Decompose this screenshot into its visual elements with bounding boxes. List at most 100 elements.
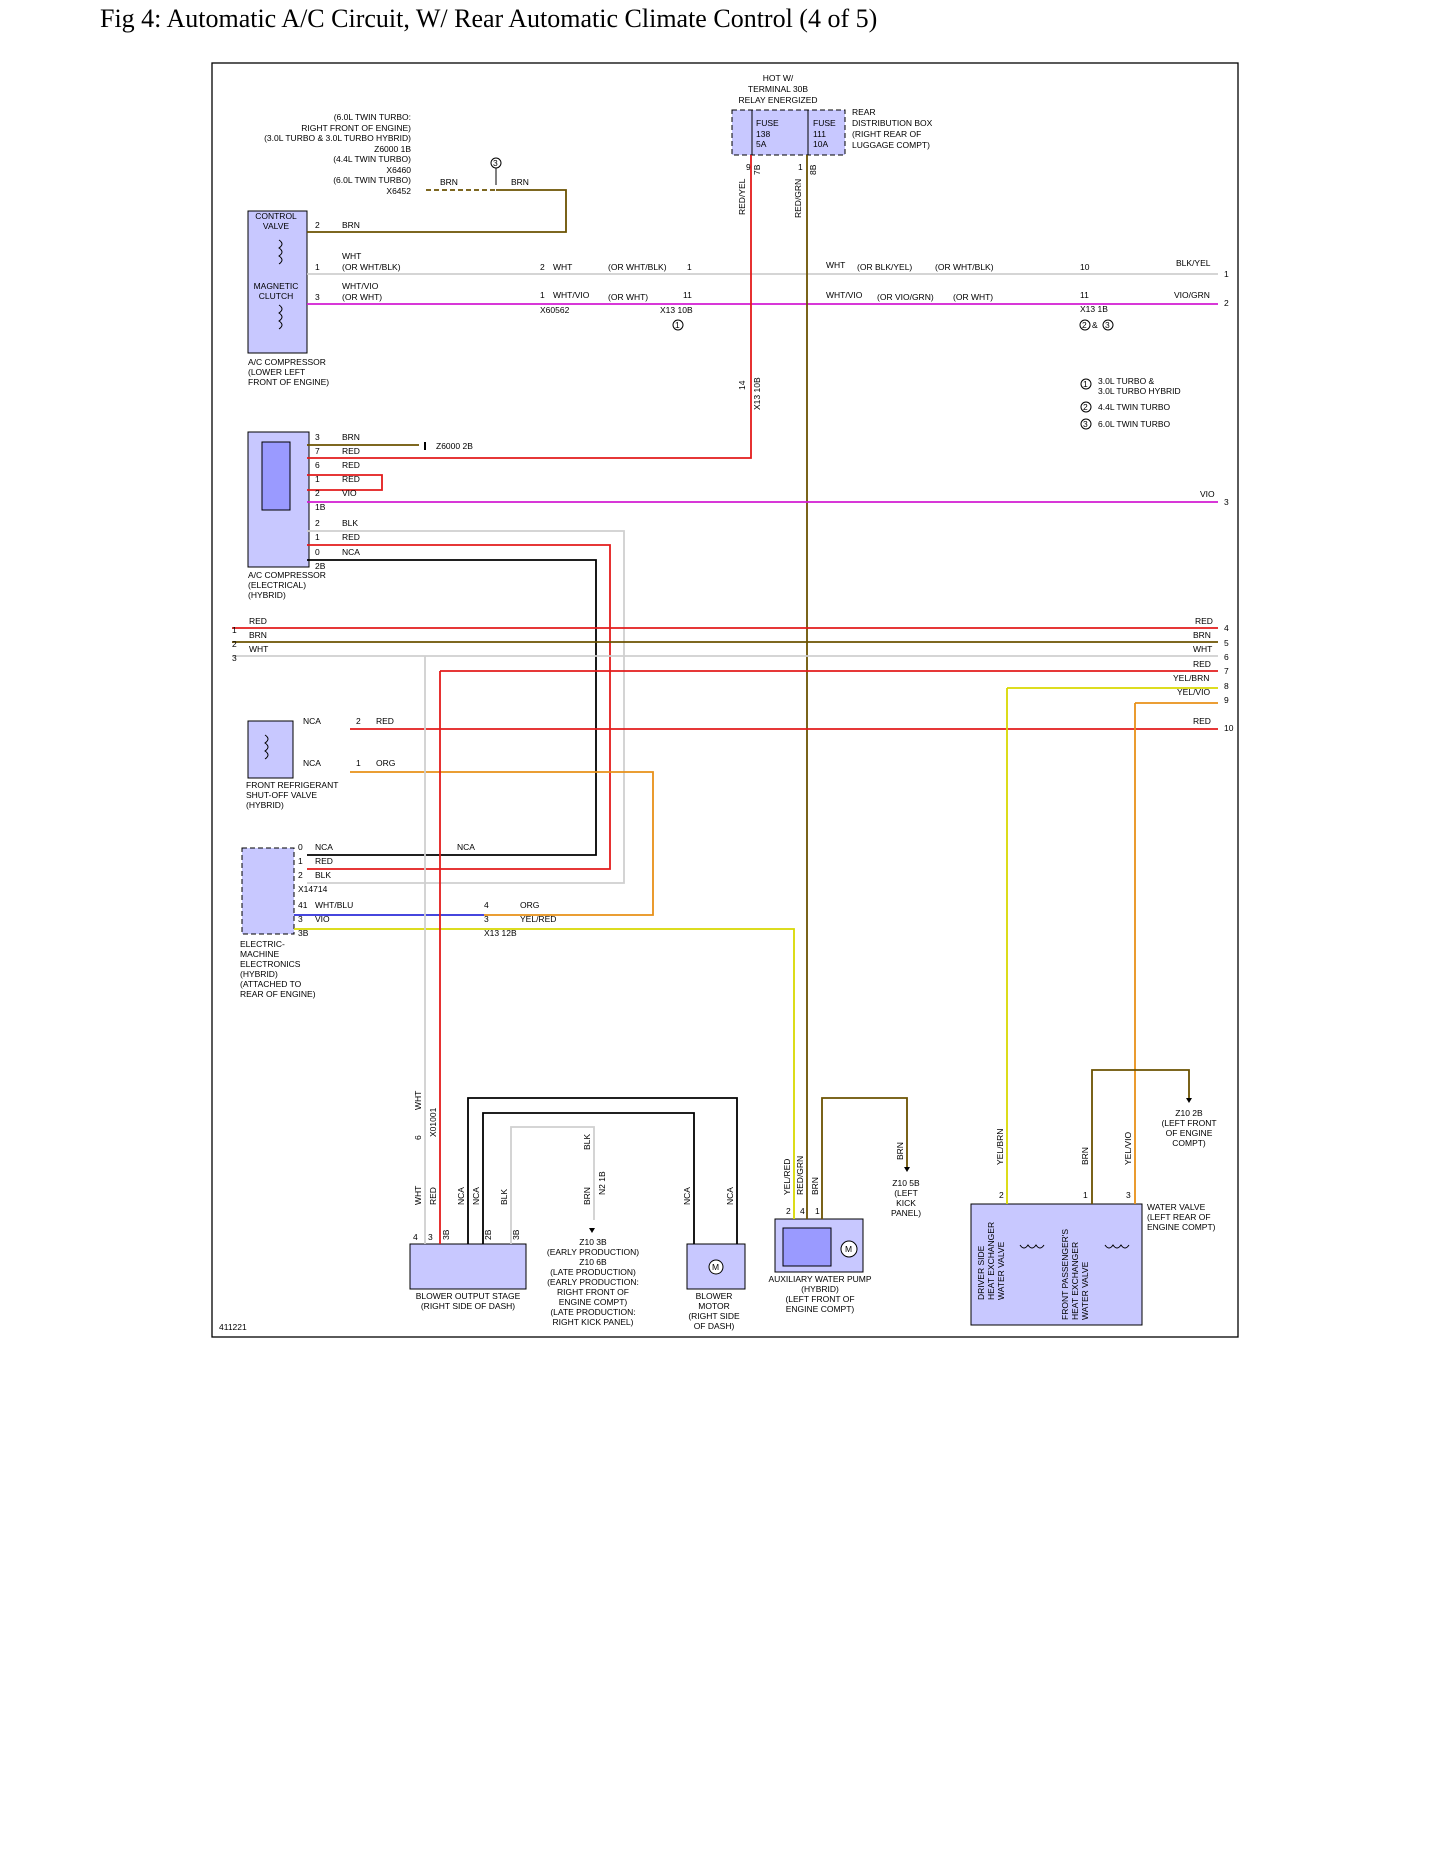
svg-text:(EARLY PRODUCTION): (EARLY PRODUCTION) [547, 1247, 639, 1257]
svg-text:7: 7 [1224, 666, 1229, 676]
svg-text:BRN: BRN [1080, 1147, 1090, 1165]
svg-text:WHT: WHT [1193, 644, 1212, 654]
svg-text:BRN: BRN [810, 1177, 820, 1195]
svg-text:DISTRIBUTION BOX: DISTRIBUTION BOX [852, 118, 933, 128]
svg-text:4.4L TWIN TURBO: 4.4L TWIN TURBO [1098, 402, 1170, 412]
svg-text:3: 3 [315, 432, 320, 442]
svg-text:FRONT PASSENGER'S: FRONT PASSENGER'S [1060, 1229, 1070, 1320]
svg-text:(OR WHT/BLK): (OR WHT/BLK) [608, 262, 667, 272]
svg-text:M: M [845, 1244, 852, 1254]
svg-text:WHT/VIO: WHT/VIO [342, 281, 379, 291]
svg-text:3B: 3B [298, 928, 309, 938]
svg-text:NCA: NCA [342, 547, 360, 557]
svg-text:7B: 7B [752, 164, 762, 175]
svg-text:1B: 1B [315, 502, 326, 512]
svg-text:10A: 10A [813, 139, 828, 149]
svg-text:WHT: WHT [249, 644, 268, 654]
svg-text:RED: RED [428, 1187, 438, 1205]
svg-text:RED: RED [376, 716, 394, 726]
svg-text:OF DASH): OF DASH) [694, 1321, 735, 1331]
svg-text:BRN: BRN [440, 177, 458, 187]
svg-text:2B: 2B [315, 561, 326, 571]
svg-text:M: M [712, 1262, 719, 1272]
svg-text:7: 7 [315, 446, 320, 456]
svg-text:3: 3 [1224, 497, 1229, 507]
svg-text:RIGHT FRONT OF: RIGHT FRONT OF [557, 1287, 629, 1297]
svg-text:Z6000 2B: Z6000 2B [436, 441, 473, 451]
svg-text:(OR WHT): (OR WHT) [608, 292, 648, 302]
svg-text:ENGINE COMPT): ENGINE COMPT) [786, 1304, 855, 1314]
svg-text:1: 1 [1224, 269, 1229, 279]
svg-text:(OR VIO/GRN): (OR VIO/GRN) [877, 292, 934, 302]
svg-text:N2 1B: N2 1B [597, 1171, 607, 1195]
svg-text:Z10 6B: Z10 6B [579, 1257, 607, 1267]
svg-text:WATER VALVE: WATER VALVE [1080, 1261, 1090, 1320]
svg-text:ELECTRONICS: ELECTRONICS [240, 959, 301, 969]
svg-text:(HYBRID): (HYBRID) [248, 590, 286, 600]
svg-text:BRN: BRN [342, 220, 360, 230]
svg-text:(HYBRID): (HYBRID) [240, 969, 278, 979]
svg-text:3: 3 [1083, 419, 1088, 429]
svg-text:X01001: X01001 [428, 1107, 438, 1137]
svg-text:(EARLY PRODUCTION:: (EARLY PRODUCTION: [547, 1277, 639, 1287]
svg-text:1: 1 [315, 474, 320, 484]
svg-text:RED: RED [342, 446, 360, 456]
svg-text:BRN: BRN [895, 1142, 905, 1160]
svg-text:2: 2 [1082, 320, 1087, 330]
svg-text:NCA: NCA [725, 1187, 735, 1205]
svg-text:111: 111 [813, 129, 826, 139]
svg-text:(LATE PRODUCTION): (LATE PRODUCTION) [550, 1267, 636, 1277]
svg-text:HEAT EXCHANGER: HEAT EXCHANGER [986, 1222, 996, 1300]
svg-text:11: 11 [1080, 290, 1089, 300]
svg-text:(OR WHT): (OR WHT) [342, 292, 382, 302]
svg-text:3: 3 [298, 914, 303, 924]
svg-text:1: 1 [232, 625, 237, 635]
svg-text:BLK: BLK [582, 1134, 592, 1150]
svg-text:0: 0 [315, 547, 320, 557]
svg-text:(4.4L TWIN TURBO): (4.4L TWIN TURBO) [333, 154, 411, 164]
svg-text:ORG: ORG [520, 900, 539, 910]
svg-text:X13 1B: X13 1B [1080, 304, 1108, 314]
svg-text:2: 2 [786, 1206, 791, 1216]
svg-text:4: 4 [800, 1206, 805, 1216]
svg-text:Z6000 1B: Z6000 1B [374, 144, 411, 154]
ac-compressor: CONTROL VALVE MAGNETIC CLUTCH A/C COMPRE… [247, 210, 329, 387]
svg-text:X13 10B: X13 10B [660, 305, 693, 315]
svg-text:5: 5 [1224, 638, 1229, 648]
svg-text:BRN: BRN [342, 432, 360, 442]
svg-text:1: 1 [815, 1206, 820, 1216]
svg-text:(HYBRID): (HYBRID) [246, 800, 284, 810]
svg-text:NCA: NCA [303, 758, 321, 768]
svg-text:2B: 2B [483, 1229, 493, 1240]
svg-text:6.0L TWIN TURBO: 6.0L TWIN TURBO [1098, 419, 1170, 429]
svg-text:MACHINE: MACHINE [240, 949, 280, 959]
svg-text:REAR OF ENGINE): REAR OF ENGINE) [240, 989, 316, 999]
svg-text:NCA: NCA [315, 842, 333, 852]
svg-text:VIO: VIO [1200, 489, 1215, 499]
svg-text:WHT: WHT [413, 1091, 423, 1110]
svg-text:MOTOR: MOTOR [698, 1301, 729, 1311]
svg-text:(OR WHT): (OR WHT) [953, 292, 993, 302]
svg-text:1: 1 [798, 162, 803, 172]
svg-text:FUSE: FUSE [813, 118, 836, 128]
svg-text:11: 11 [683, 290, 692, 300]
svg-text:X6452: X6452 [386, 186, 411, 196]
svg-text:NCA: NCA [457, 842, 475, 852]
svg-text:(6.0L TWIN TURBO): (6.0L TWIN TURBO) [333, 175, 411, 185]
ground-z6000-2b: Z6000 2B [424, 441, 473, 451]
svg-text:3: 3 [493, 158, 498, 168]
svg-text:3B: 3B [441, 1229, 451, 1240]
heat-exchanger-water-valve: DRIVER SIDE HEAT EXCHANGER WATER VALVE F… [970, 1202, 1216, 1326]
svg-text:3B: 3B [511, 1229, 521, 1240]
svg-text:1: 1 [540, 290, 545, 300]
front-refrigerant-shutoff-valve: FRONT REFRIGERANT SHUT-OFF VALVE (HYBRID… [246, 720, 338, 810]
svg-text:4: 4 [413, 1232, 418, 1242]
svg-text:3: 3 [1126, 1190, 1131, 1200]
svg-text:RED: RED [315, 856, 333, 866]
svg-text:BLK: BLK [315, 870, 331, 880]
svg-text:6: 6 [1224, 652, 1229, 662]
svg-text:FUSE: FUSE [756, 118, 779, 128]
svg-text:RED: RED [342, 532, 360, 542]
svg-text:WATER VALVE: WATER VALVE [1147, 1202, 1206, 1212]
